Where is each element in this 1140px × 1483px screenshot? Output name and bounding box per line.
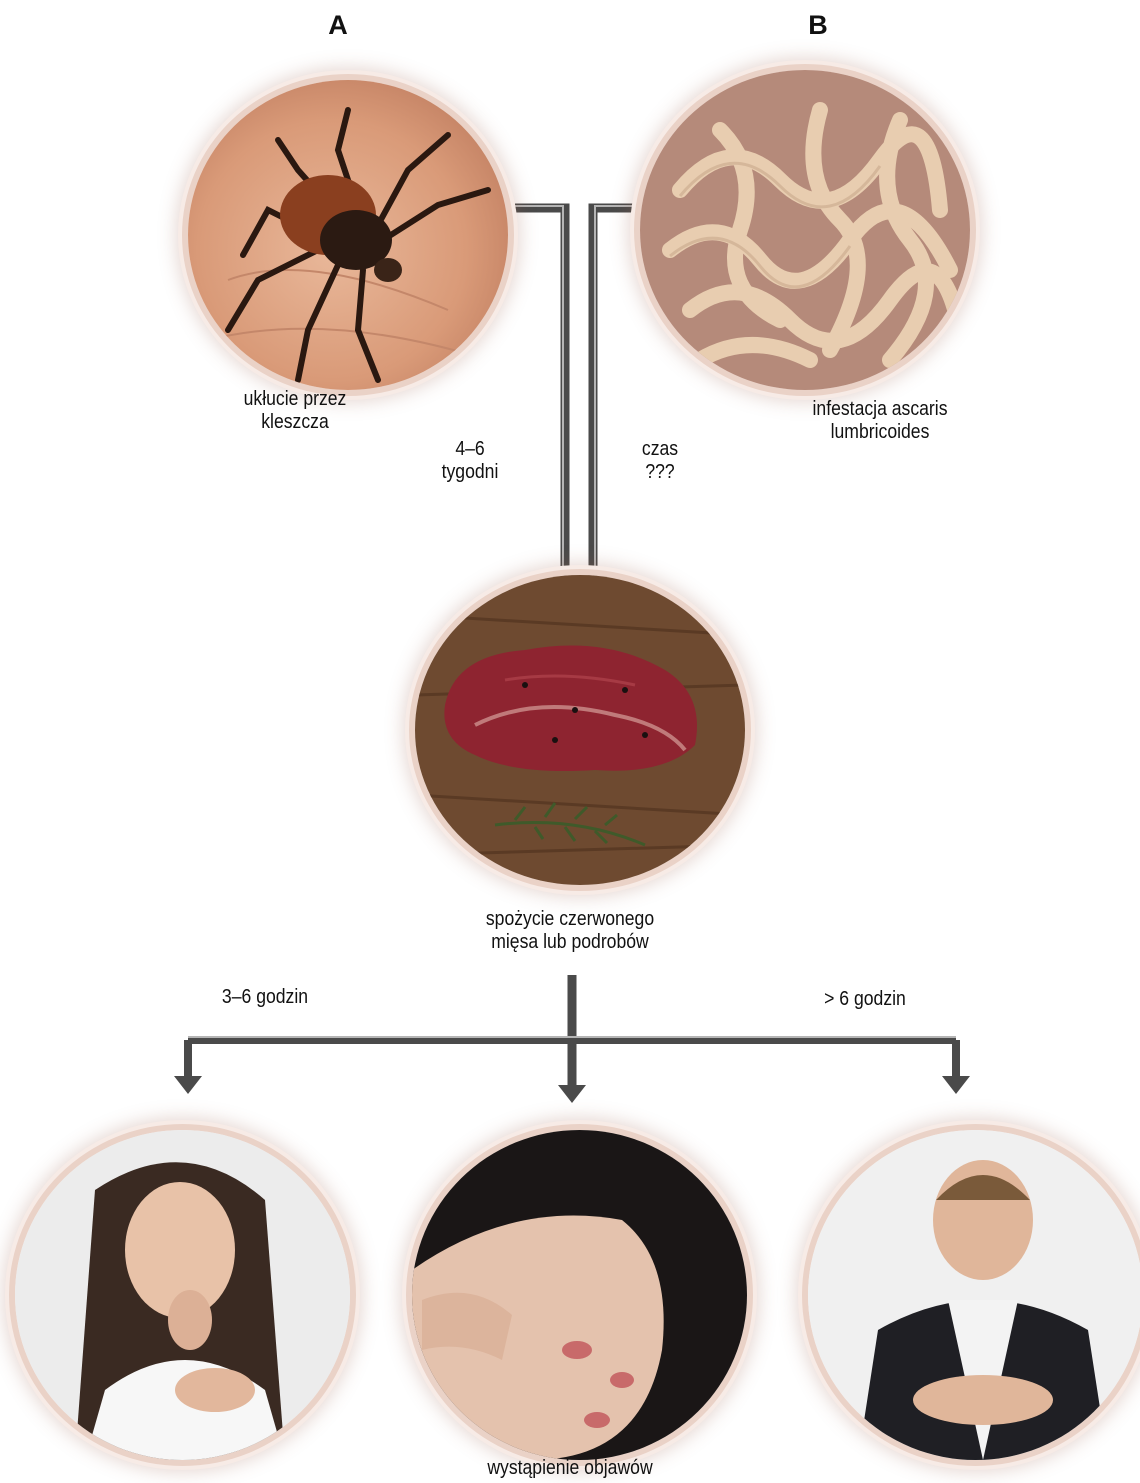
meat-label-line1: spożycie czerwonego [456,908,685,931]
edge-label-ascaris-to-meat: czas ??? [607,438,713,484]
ascaris-label-line1: infestacja ascaris [774,398,985,421]
edge-label-meat-to-left: 3–6 godzin [199,986,331,1009]
meat-label-line2: mięsa lub podrobów [456,931,685,954]
ascaris-label-line2: lumbricoides [774,421,985,444]
arrowhead-center [558,1085,586,1103]
connector-ascaris-to-meat [593,208,640,600]
tick-label-line2: kleszcza [207,411,383,434]
meat-image [415,575,745,885]
arrowhead-left [174,1076,202,1094]
connector-tick-to-meat [515,208,565,600]
tick-label: ukłucie przez kleszcza [207,388,383,434]
edge-label-tick-to-meat: 4–6 tygodni [417,438,523,484]
edge-label-tick-to-meat-line2: tygodni [417,461,523,484]
meat-label: spożycie czerwonego mięsa lub podrobów [456,908,685,954]
stomach-pain-man-image [808,1130,1140,1460]
cough-woman-image [15,1130,350,1460]
ascaris-image [640,70,970,390]
edge-label-ascaris-to-meat-line1: czas [607,438,713,461]
tick-label-line1: ukłucie przez [207,388,383,411]
symptoms-label: wystąpienie objawów [456,1457,685,1480]
edge-label-tick-to-meat-line1: 4–6 [417,438,523,461]
tick-image [188,80,508,390]
edge-label-ascaris-to-meat-line2: ??? [607,461,713,484]
edge-label-meat-to-right: > 6 godzin [799,988,931,1011]
skin-rash-image [412,1130,747,1460]
ascaris-label: infestacja ascaris lumbricoides [774,398,985,444]
arrowhead-right [942,1076,970,1094]
